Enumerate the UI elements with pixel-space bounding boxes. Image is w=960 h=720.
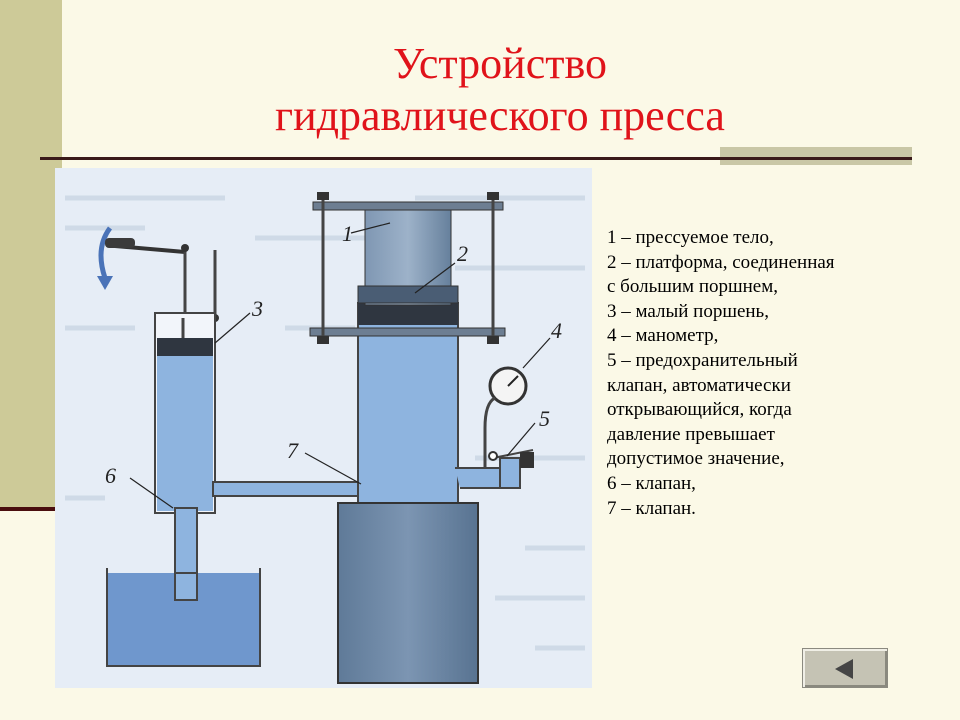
title-rule-accent-line bbox=[720, 157, 912, 160]
manometer-needle bbox=[507, 375, 519, 387]
callout-6: 6 bbox=[105, 463, 116, 488]
small-piston bbox=[157, 338, 213, 356]
frame-nut-bottom-right bbox=[487, 336, 499, 344]
hydraulic-press-diagram: 1 2 3 4 5 6 7 bbox=[55, 168, 592, 688]
legend-line: открывающийся, когда bbox=[607, 399, 792, 421]
legend-line: давление превышает bbox=[607, 423, 775, 445]
slide-title-line2: гидравлического пресса bbox=[275, 91, 725, 140]
slide-title-line1: Устройство bbox=[393, 39, 607, 88]
large-piston bbox=[358, 303, 458, 325]
back-button[interactable] bbox=[802, 648, 888, 688]
lever-pivot bbox=[181, 244, 189, 252]
lower-frame-plate bbox=[309, 327, 506, 337]
small-cylinder-liquid bbox=[157, 353, 213, 511]
decorative-left-bar bbox=[0, 0, 62, 510]
frame-nut-top-right bbox=[487, 192, 499, 200]
large-cylinder bbox=[357, 302, 459, 509]
callout-3: 3 bbox=[251, 296, 263, 321]
safety-valve-weight bbox=[520, 452, 534, 468]
platform bbox=[357, 285, 459, 304]
lever-grip bbox=[105, 238, 135, 248]
frame-nut-bottom-left bbox=[317, 336, 329, 344]
rotation-arrow-head bbox=[97, 276, 113, 290]
callout-5: 5 bbox=[539, 406, 550, 431]
frame-nut-top-left bbox=[317, 192, 329, 200]
valve-housing bbox=[499, 457, 521, 489]
legend: 1 – прессуемое тело, 2 – платформа, соед… bbox=[607, 226, 947, 521]
title-rule-accent bbox=[720, 147, 912, 165]
legend-line: 6 – клапан, bbox=[607, 472, 696, 494]
manometer-tube bbox=[483, 396, 496, 429]
slide-title: Устройство гидравлического пресса bbox=[140, 38, 860, 142]
safety-valve-lever bbox=[492, 449, 534, 459]
reservoir bbox=[106, 568, 261, 667]
rotation-arrow bbox=[98, 226, 113, 279]
legend-line: допустимое значение, bbox=[607, 448, 785, 470]
legend-line: клапан, автоматически bbox=[607, 374, 791, 396]
legend-line: 2 – платформа, соединенная bbox=[607, 251, 835, 273]
background-text-texture bbox=[65, 195, 585, 651]
hydraulic-press-svg: 1 2 3 4 5 6 7 bbox=[55, 168, 592, 688]
press-base bbox=[337, 502, 479, 684]
callout-1: 1 bbox=[342, 221, 353, 246]
callout-leaders bbox=[129, 222, 551, 509]
connecting-pipe bbox=[212, 481, 364, 497]
legend-line: 4 – манометр, bbox=[607, 325, 719, 347]
callout-4: 4 bbox=[551, 318, 562, 343]
safety-valve-pivot bbox=[488, 451, 498, 461]
legend-line: 5 – предохранительный bbox=[607, 349, 798, 371]
upper-frame-plate bbox=[312, 201, 504, 211]
callout-2: 2 bbox=[457, 241, 468, 266]
inlet-pipe-submerged bbox=[174, 572, 198, 601]
legend-line: 1 – прессуемое тело, bbox=[607, 227, 774, 248]
legend-line: 3 – малый поршень, bbox=[607, 300, 769, 322]
callout-labels: 1 2 3 4 5 6 7 bbox=[105, 221, 562, 488]
title-rule bbox=[40, 157, 912, 160]
decorative-left-bar-line bbox=[0, 507, 62, 511]
legend-line: с большим поршнем, bbox=[607, 276, 778, 298]
callout-7: 7 bbox=[287, 438, 299, 463]
legend-line: 7 – клапан. bbox=[607, 497, 696, 519]
triangle-left-icon bbox=[835, 659, 853, 679]
